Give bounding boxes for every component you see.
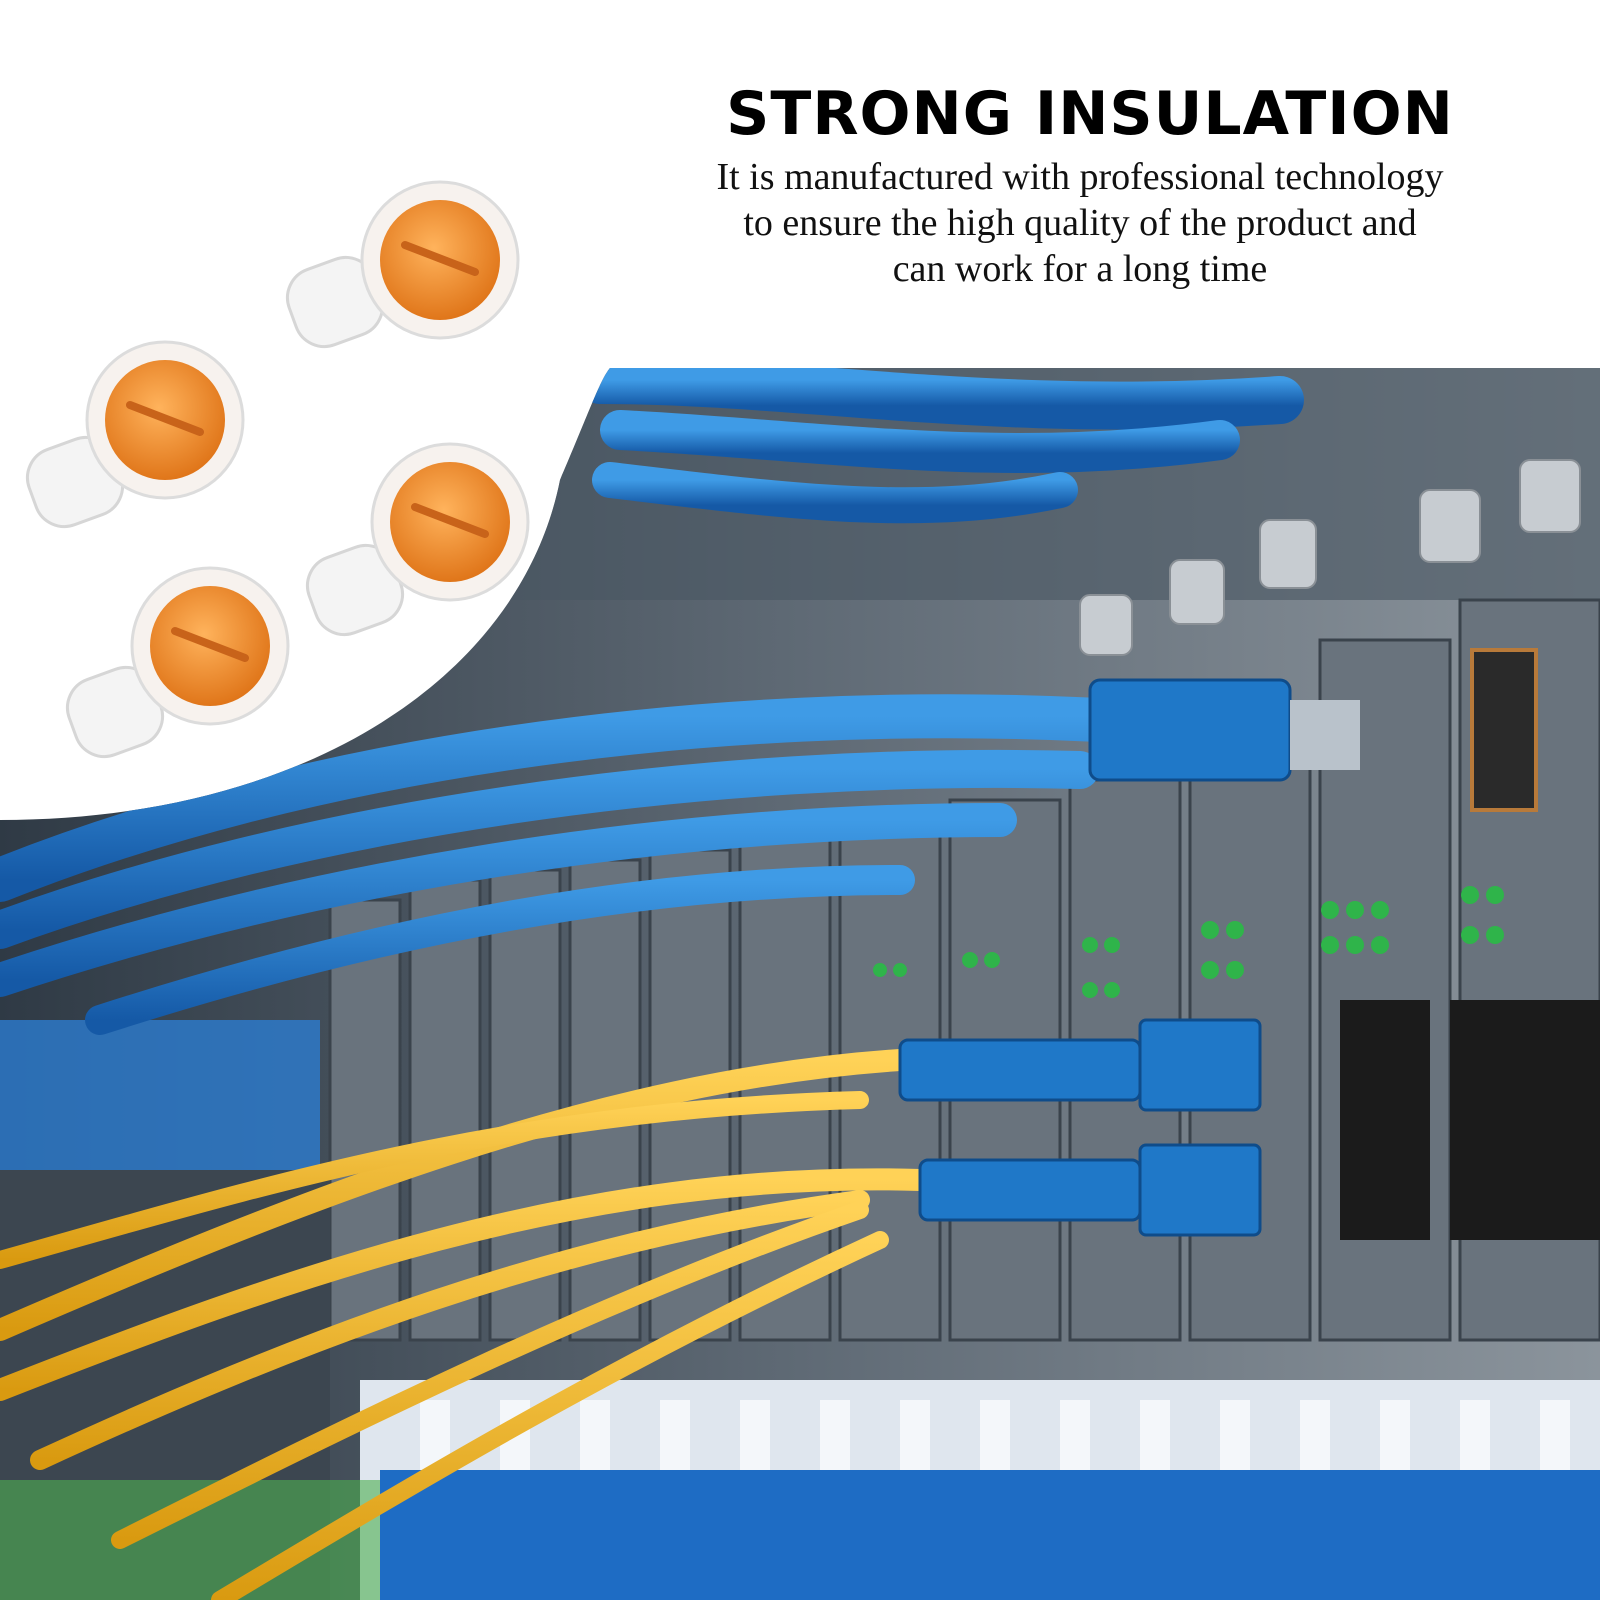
description-line: It is manufactured with professional tec… (716, 156, 1444, 198)
connector-illustration (25, 180, 530, 759)
feature-description: It is manufactured with professional tec… (590, 154, 1570, 292)
connector-top (285, 180, 520, 349)
description-line: can work for a long time (892, 248, 1268, 290)
connector-bottom (65, 566, 290, 759)
connector-left (25, 340, 245, 529)
headline: STRONG INSULATION (726, 79, 1454, 149)
connector-right (305, 442, 530, 637)
description-line: to ensure the high quality of the produc… (743, 202, 1417, 244)
